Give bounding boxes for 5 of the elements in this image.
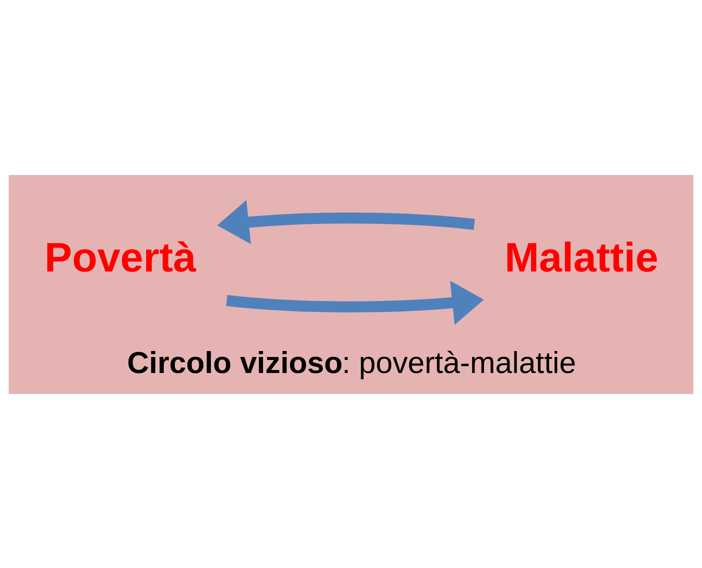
node-text: Povertà xyxy=(44,234,196,280)
arrow xyxy=(226,280,484,324)
arrow xyxy=(217,200,475,244)
node-text: Malattie xyxy=(504,234,658,280)
caption: Circolo vizioso: povertà-malattie xyxy=(127,346,576,380)
